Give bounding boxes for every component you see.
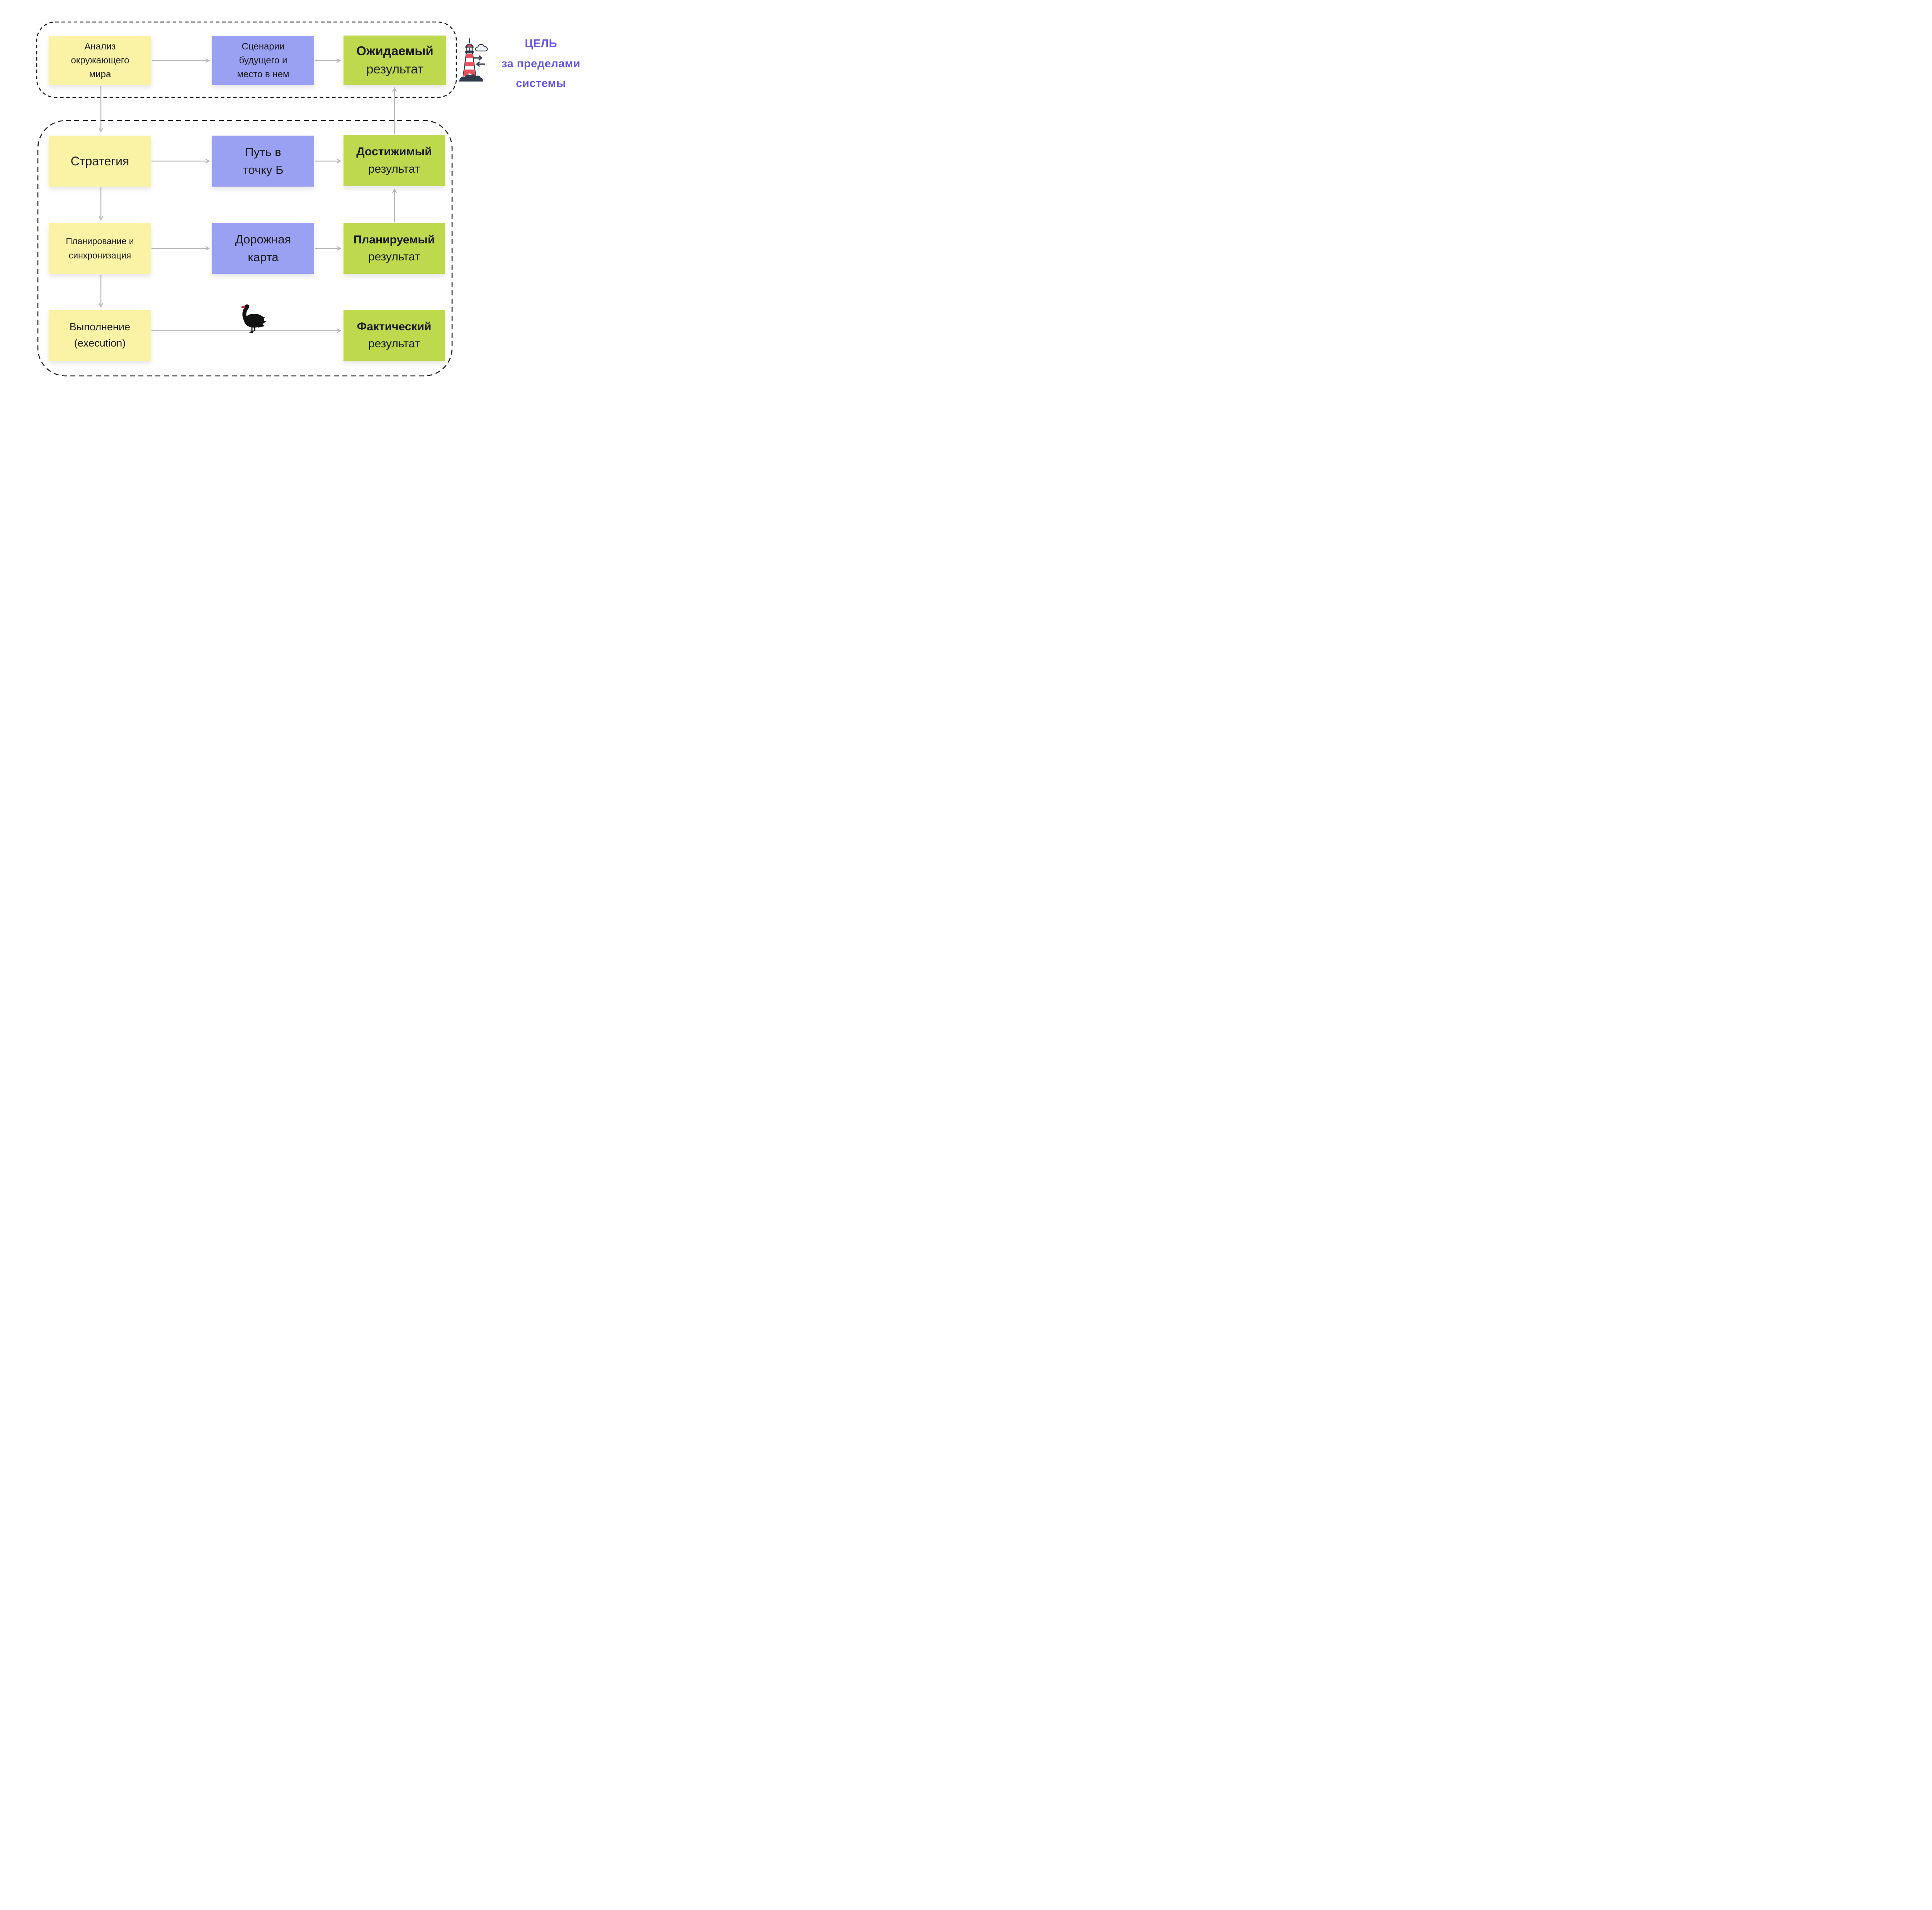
node-achievable-title: Достижимый	[356, 145, 432, 158]
node-planned-title: Планируемый	[353, 233, 435, 246]
node-scenarios-label: Сценарии будущего и место в нем	[237, 41, 289, 80]
node-planned-result: Планируемый результат	[344, 223, 445, 274]
node-analysis-label: Анализ окружающего мира	[71, 41, 129, 80]
swap-arrows-icon	[472, 55, 486, 67]
goal-outside-system-note: ЦЕЛЬ за пределами системы	[502, 37, 580, 90]
node-actual-subtitle: результат	[368, 337, 420, 350]
node-actual-title: Фактический	[357, 320, 432, 333]
node-achievable-result: Достижимый результат	[344, 135, 445, 186]
node-strategy-label: Стратегия	[70, 154, 129, 168]
node-planning: Планирование и синхронизация	[49, 223, 151, 274]
node-execution-label: Выполнение (execution)	[69, 321, 131, 349]
lighthouse-icon	[457, 38, 490, 83]
node-strategy: Стратегия	[49, 136, 151, 187]
system-group-border	[37, 120, 453, 377]
node-scenarios: Сценарии будущего и место в нем	[212, 36, 314, 85]
node-roadmap: Дорожная карта	[212, 223, 314, 274]
node-path-to-b-label: Путь в точку Б	[243, 145, 284, 177]
node-execution: Выполнение (execution)	[49, 310, 151, 361]
node-expected-result: Ожидаемый результат	[344, 36, 446, 85]
node-achievable-subtitle: результат	[368, 162, 420, 175]
node-path-to-b: Путь в точку Б	[212, 136, 314, 187]
node-analysis: Анализ окружающего мира	[49, 36, 151, 85]
node-planned-subtitle: результат	[368, 250, 420, 263]
node-actual-result: Фактический результат	[344, 310, 445, 361]
node-expected-subtitle: результат	[366, 62, 423, 76]
black-swan-icon	[234, 302, 270, 335]
node-roadmap-label: Дорожная карта	[235, 232, 291, 264]
outside-system-group-border	[36, 21, 457, 98]
diagram-canvas: Анализ окружающего мира Сценарии будущег…	[0, 0, 615, 382]
node-expected-title: Ожидаемый	[356, 44, 434, 58]
cloud-icon	[474, 42, 490, 53]
node-planning-label: Планирование и синхронизация	[66, 236, 134, 260]
connectors-layer	[36, 21, 457, 377]
